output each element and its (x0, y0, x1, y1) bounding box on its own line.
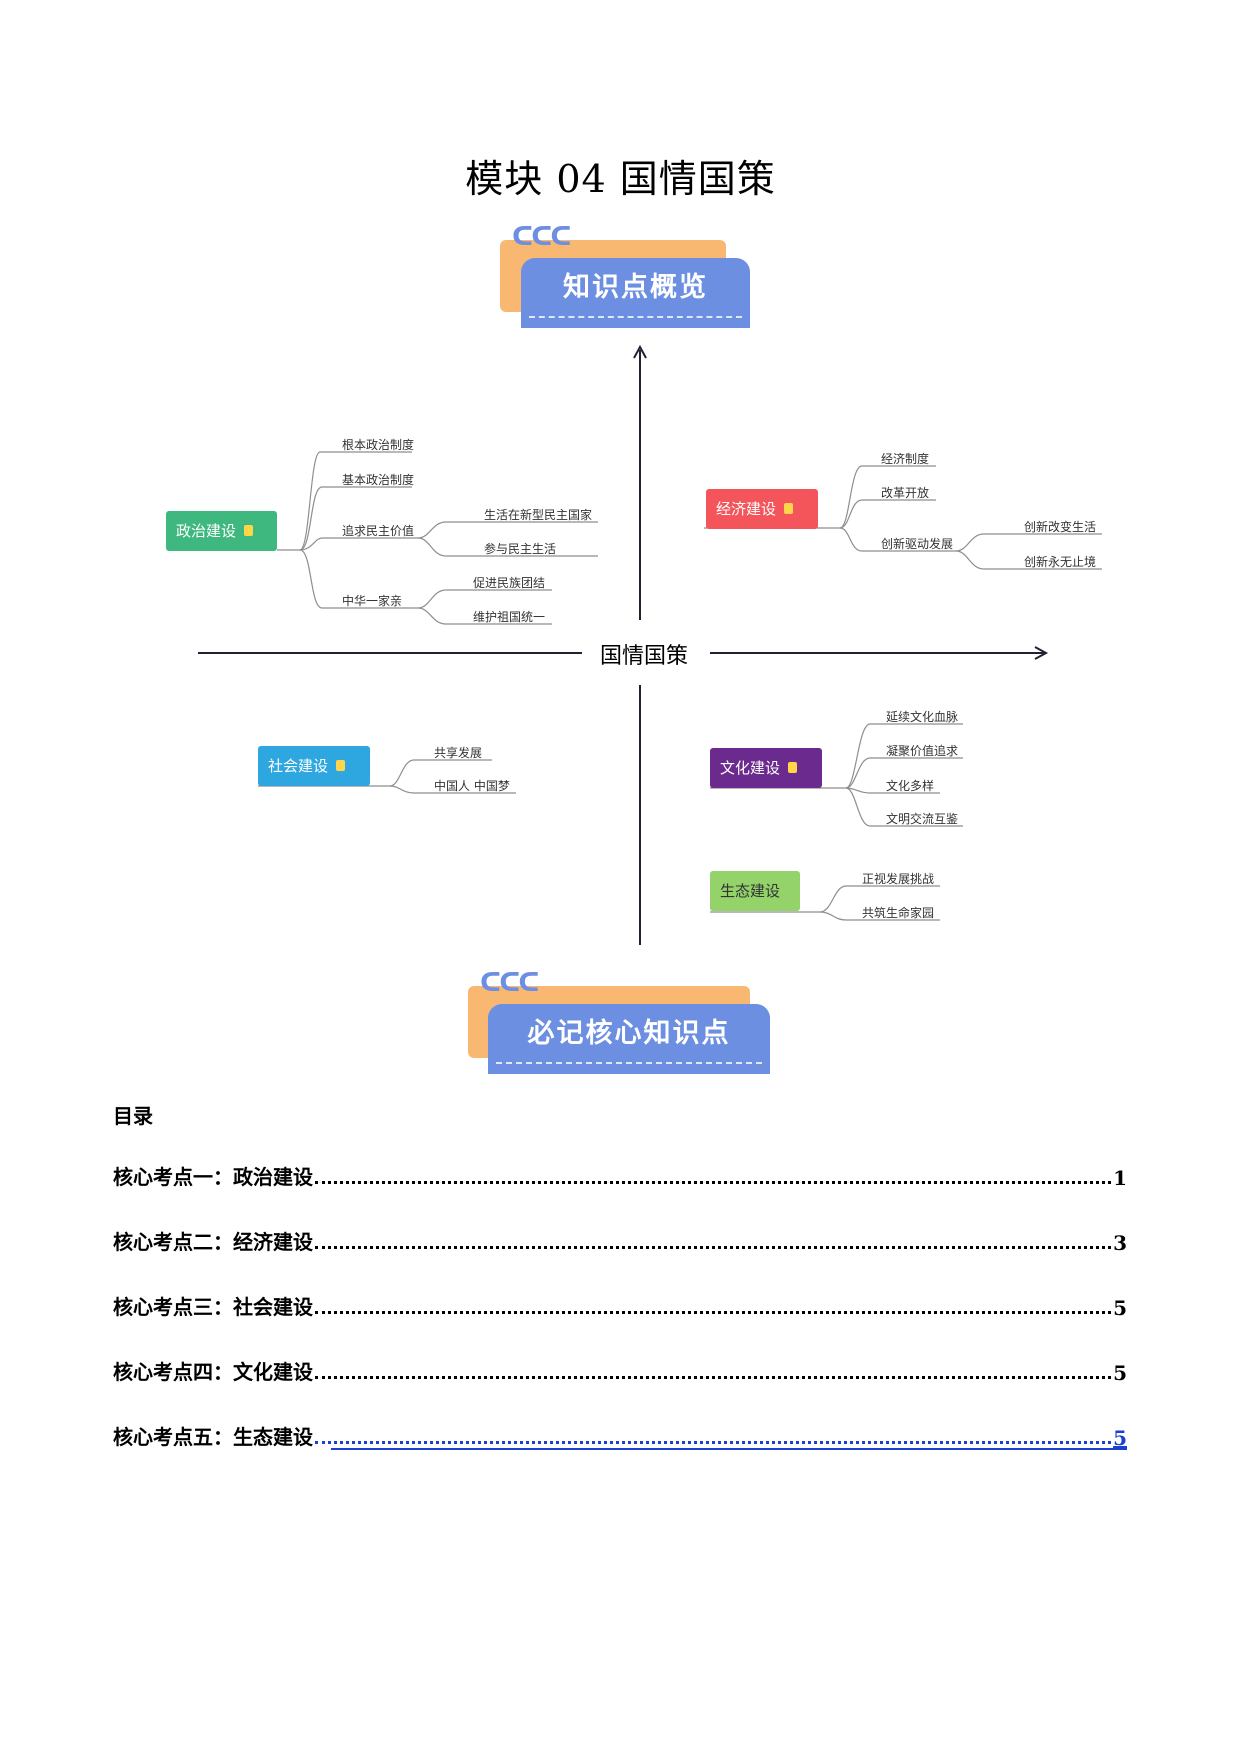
line-economy-3 (839, 527, 956, 552)
leaf-ecology-2: 共筑生命家园 (862, 906, 935, 920)
toc-entry-label: 核心考点一：政治建设 (113, 1165, 313, 1189)
branch-ecology: 生态建设 (710, 871, 800, 911)
line-democracy-1 (417, 521, 598, 539)
toc-entry-page: 3 (1113, 1231, 1127, 1255)
leaf-politics-4: 中华一家亲 (342, 594, 403, 608)
ring-icon: ᑕᑕᑕ (480, 968, 540, 998)
branch-society: 社会建设 (258, 746, 370, 786)
line-family-1 (417, 589, 552, 609)
ring-icon: ᑕᑕᑕ (512, 222, 572, 252)
note-icon (788, 762, 798, 773)
overview-banner: ᑕᑕᑕ 知识点概览 (500, 222, 750, 332)
branch-culture: 文化建设 (710, 748, 822, 788)
leaf-politics-3: 追求民主价值 (342, 524, 415, 538)
toc-entry-page: 1 (1113, 1166, 1127, 1190)
toc-leader (315, 1246, 1112, 1249)
leaf-economy-2: 改革开放 (881, 486, 930, 500)
mindmap-center: 国情国策 (592, 638, 697, 670)
core-banner-label: 必记核心知识点 (488, 1004, 770, 1074)
leaf-culture-1: 延续文化血脉 (886, 710, 959, 724)
line-politics-4 (299, 549, 418, 609)
toc-entry-label: 核心考点四：文化建设 (113, 1360, 313, 1384)
toc-entry-label: 核心考点二：经济建设 (113, 1230, 313, 1254)
line-politics-2 (299, 486, 412, 551)
core-banner: ᑕᑕᑕ 必记核心知识点 (468, 968, 770, 1078)
leaf-society-2: 中国人 中国梦 (434, 779, 510, 793)
toc-leader (315, 1311, 1112, 1314)
toc-entry-5[interactable]: 核心考点五：生态建设 5 (113, 1420, 1127, 1450)
overview-banner-label: 知识点概览 (521, 258, 750, 328)
branch-economy: 经济建设 (706, 489, 818, 529)
line-innov-1 (955, 533, 1102, 552)
line-ecology-2 (819, 911, 940, 921)
toc-entry-page: 5 (1113, 1296, 1127, 1320)
note-icon (784, 503, 794, 514)
note-icon (244, 525, 254, 536)
line-economy-2 (839, 499, 936, 529)
leaf-economy-3: 创新驱动发展 (881, 537, 954, 551)
toc-entry-1[interactable]: 核心考点一：政治建设 1 (113, 1160, 1127, 1190)
toc-entry-2[interactable]: 核心考点二：经济建设 3 (113, 1225, 1127, 1255)
leaf-family-2: 维护祖国统一 (473, 610, 546, 624)
axis-right-arrow (1034, 646, 1049, 660)
toc-leader (315, 1181, 1112, 1184)
leaf-culture-4: 文明交流互鉴 (886, 812, 959, 826)
line-society-2 (389, 785, 516, 794)
leaf-politics-2: 基本政治制度 (342, 473, 415, 487)
note-icon (336, 760, 346, 771)
toc-link-underline (331, 1448, 1127, 1450)
leaf-ecology-1: 正视发展挑战 (862, 872, 935, 886)
branch-politics: 政治建设 (166, 511, 277, 551)
leaf-culture-2: 凝聚价值追求 (886, 744, 959, 758)
leaf-innov-1: 创新改变生活 (1024, 520, 1097, 534)
toc-entry-label: 核心考点五：生态建设 (113, 1425, 313, 1449)
leaf-family-1: 促进民族团结 (473, 576, 546, 590)
toc-entry-page[interactable]: 5 (1113, 1426, 1127, 1450)
toc-entry-4[interactable]: 核心考点四：文化建设 5 (113, 1355, 1127, 1385)
toc-leader (315, 1441, 1112, 1444)
page-title: 模块 04 国情国策 (465, 157, 776, 201)
leaf-politics-1: 根本政治制度 (342, 438, 415, 452)
leaf-innov-2: 创新永无止境 (1024, 555, 1097, 569)
leaf-democracy-1: 生活在新型民主国家 (484, 508, 593, 522)
line-politics-1 (277, 451, 412, 551)
line-politics-3 (299, 537, 418, 551)
toc-entry-page: 5 (1113, 1361, 1127, 1385)
toc-heading: 目录 (113, 1104, 153, 1128)
line-culture-4 (845, 787, 963, 827)
leaf-economy-1: 经济制度 (881, 452, 930, 466)
leaf-society-1: 共享发展 (434, 746, 483, 760)
axis-up-arrow (633, 344, 647, 359)
leaf-democracy-2: 参与民主生活 (484, 542, 557, 556)
line-family-2 (417, 607, 552, 625)
line-innov-2 (955, 550, 1102, 570)
toc-leader (315, 1376, 1112, 1379)
leaf-culture-3: 文化多样 (886, 779, 935, 793)
toc-entry-label: 核心考点三：社会建设 (113, 1295, 313, 1319)
line-culture-3 (845, 787, 940, 794)
toc-entry-3[interactable]: 核心考点三：社会建设 5 (113, 1290, 1127, 1320)
line-democracy-2 (417, 537, 598, 557)
line-culture-2 (845, 757, 963, 789)
